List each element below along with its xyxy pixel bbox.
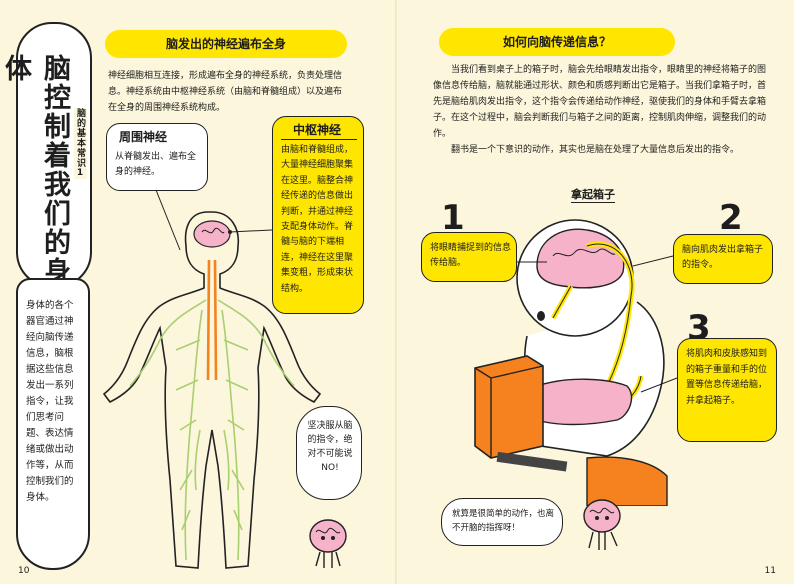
connector-2 bbox=[632, 255, 674, 267]
eye bbox=[537, 311, 545, 321]
step-box-1: 将眼睛捕捉到的信息传给脑。 bbox=[421, 232, 517, 282]
table-shadow bbox=[496, 451, 568, 472]
page-number-left: 10 bbox=[18, 566, 30, 576]
body-outline bbox=[102, 211, 322, 569]
intro-paragraph: 神经细胞相互连接，形成遍布全身的神经系统，负责处理信息。神经系统由中枢神经系统（… bbox=[108, 71, 343, 113]
central-divider bbox=[281, 139, 357, 140]
spinal-cord bbox=[206, 259, 218, 381]
step-text-3: 将肌肉和皮肤感知到的箱子重量和手的位置等信息传递给脑，并拿起箱子。 bbox=[686, 349, 768, 406]
speech-text-left: 坚决服从脑的指令，绝对不可能说NO! bbox=[307, 421, 353, 473]
peripheral-text: 从脊髓发出、遍布全身的神经。 bbox=[115, 152, 197, 177]
body-nervous-system-illustration bbox=[102, 190, 322, 569]
step-box-2: 脑向肌肉发出拿箱子的指令。 bbox=[673, 234, 773, 284]
step-text-1: 将眼睛捕捉到的信息传给脑。 bbox=[430, 243, 512, 268]
header-transmission: 如何向脑传递信息？ bbox=[439, 28, 675, 56]
speech-bubble-left: 坚决服从脑的指令，绝对不可能说NO! bbox=[296, 406, 362, 500]
brain-mascot-right bbox=[583, 499, 621, 550]
diagram-title: 拿起箱子 bbox=[571, 188, 615, 203]
step-number-1: 1 bbox=[441, 198, 465, 238]
page-title: 脑控制着我们的身体 bbox=[0, 54, 70, 286]
step-box-3: 将肌肉和皮肤感知到的箱子重量和手的位置等信息传递给脑，并拿起箱子。 bbox=[677, 338, 777, 442]
leader-central bbox=[229, 229, 273, 233]
peripheral-title: 周围神经 bbox=[118, 130, 167, 144]
side-text: 身体的各个器官通过神经向脑传递信息，脑根据这些信息发出一系列指令，让我们思考问题… bbox=[26, 300, 74, 503]
left-page: 脑控制着我们的身体 脑的基本常识1 身体的各个器官通过神经向脑传递信息，脑根据这… bbox=[0, 22, 364, 576]
orange-box bbox=[474, 355, 544, 459]
step-text-2: 脑向肌肉发出拿箱子的指令。 bbox=[682, 245, 764, 270]
brain-shape bbox=[193, 220, 231, 248]
brain-mascot-left bbox=[309, 519, 347, 568]
speech-text-right: 就算是很简单的动作，也离不开脑的指挥呀！ bbox=[452, 509, 555, 533]
peripheral-nerve-box: 周围神经 从脊髓发出、遍布全身的神经。 bbox=[106, 123, 208, 191]
connector-lines bbox=[517, 255, 678, 393]
central-nerve-box: 中枢神经 由脑和脊髓组成，大量神经细胞聚集在这里。脑整合神经传递的信息做出判断，… bbox=[272, 116, 364, 314]
section-subtitle: 脑的基本常识1 bbox=[74, 108, 87, 179]
page-number-right: 11 bbox=[764, 566, 776, 576]
side-text-box: 身体的各个器官通过神经向脑传递信息，脑根据这些信息发出一系列指令，让我们思考问题… bbox=[16, 278, 90, 570]
arm-muscle bbox=[536, 378, 633, 426]
brain-folds-right bbox=[552, 248, 616, 257]
intro-paragraph-2: 翻书是一个下意识的动作，其实也是脑在处理了大量信息后发出的指令。 bbox=[451, 145, 740, 155]
brain-folds bbox=[201, 227, 225, 234]
right-page: 如何向脑传递信息？ 当我们看到桌子上的箱子时，脑会先给眼睛发出指令，眼睛里的神经… bbox=[397, 0, 794, 584]
peripheral-nerves bbox=[129, 299, 295, 561]
central-title: 中枢神经 bbox=[292, 123, 341, 137]
connector-3 bbox=[640, 377, 678, 393]
speech-bubble-right: 就算是很简单的动作，也离不开脑的指挥呀！ bbox=[441, 498, 563, 546]
step-number-2: 2 bbox=[719, 198, 743, 238]
person-lifting-box-illustration bbox=[474, 219, 668, 506]
intro-paragraph-1: 当我们看到桌子上的箱子时，脑会先给眼睛发出指令，眼睛里的神经将箱子的图像信息传给… bbox=[433, 65, 767, 139]
header-nerves: 脑发出的神经遍布全身 bbox=[105, 30, 347, 58]
central-text: 由脑和脊髓组成，大量神经细胞聚集在这里。脑整合神经传递的信息做出判断，并通过神经… bbox=[281, 145, 354, 294]
leader-dot bbox=[228, 230, 232, 234]
orange-pants bbox=[586, 456, 668, 506]
leader-peripheral bbox=[155, 190, 181, 251]
